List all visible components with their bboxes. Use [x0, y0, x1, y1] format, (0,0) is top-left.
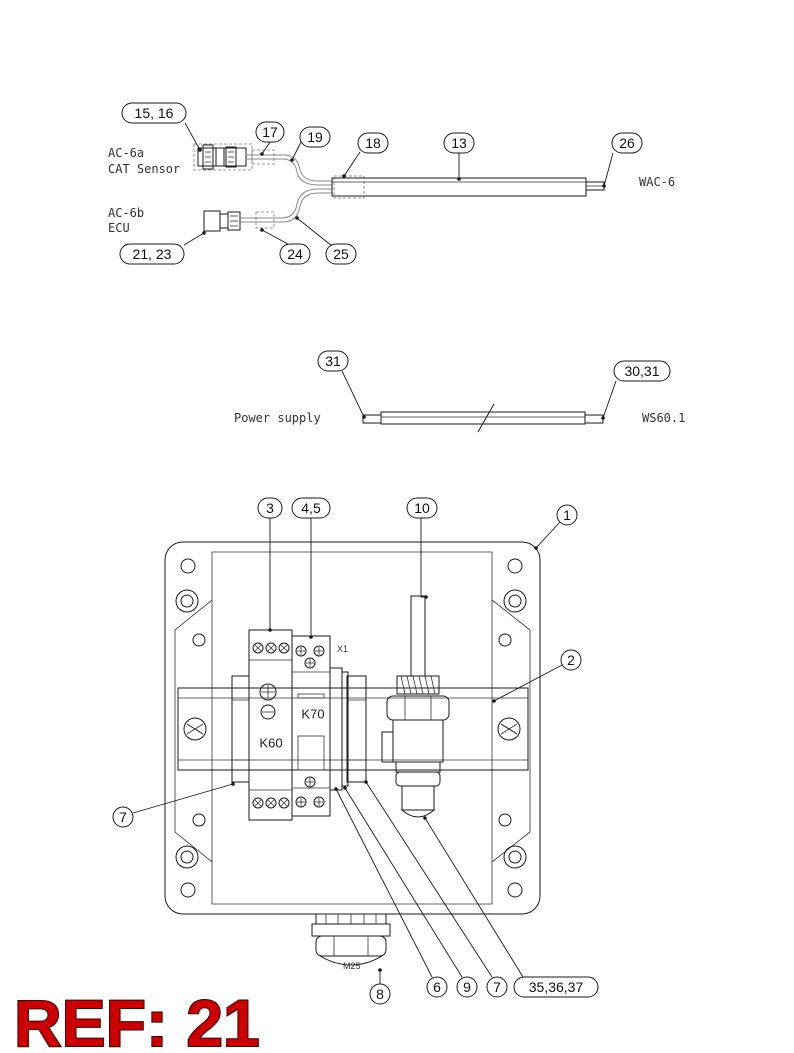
- callout-17: 17: [255, 121, 285, 156]
- callout-15-16: 15, 16: [121, 102, 202, 152]
- svg-text:6: 6: [433, 979, 441, 995]
- cable-gland: M25: [311, 913, 391, 971]
- callout-3: 3: [257, 497, 283, 632]
- junction-box: K60 K70 X1: [164, 541, 541, 971]
- callout-7-bottom: 7: [364, 780, 508, 998]
- callout-35-37: 35,36,37: [423, 816, 599, 998]
- end-stops: [231, 667, 367, 791]
- svg-text:13: 13: [451, 135, 467, 151]
- callout-8: 8: [369, 968, 391, 1005]
- relay-k60: K60: [248, 629, 293, 821]
- power-supply-label: Power supply: [234, 411, 321, 425]
- callout-6: 6: [334, 787, 448, 998]
- svg-text:4,5: 4,5: [301, 500, 321, 516]
- ecu-label: ECU: [108, 221, 130, 235]
- callout-18: 18: [342, 132, 389, 178]
- callout-7-left: 7: [112, 782, 235, 828]
- m25-label: M25: [343, 961, 361, 971]
- svg-text:30,31: 30,31: [624, 363, 659, 379]
- callout-31: 31: [317, 350, 366, 419]
- wac6-label: WAC-6: [639, 175, 675, 189]
- k60-label: K60: [259, 736, 282, 751]
- callout-26: 26: [602, 132, 643, 188]
- wac6-harness: [193, 143, 605, 232]
- svg-text:24: 24: [287, 246, 303, 262]
- svg-text:17: 17: [262, 124, 278, 140]
- callout-10: 10: [406, 497, 438, 599]
- callout-21-23: 21, 23: [119, 231, 206, 265]
- svg-text:18: 18: [365, 135, 381, 151]
- relay-k70: K70: [291, 635, 331, 817]
- svg-text:1: 1: [563, 507, 571, 523]
- svg-text:26: 26: [619, 135, 635, 151]
- svg-text:21, 23: 21, 23: [133, 246, 172, 262]
- callout-1: 1: [534, 504, 578, 550]
- svg-text:9: 9: [463, 979, 471, 995]
- ac6b-label: AC-6b: [108, 206, 144, 220]
- svg-text:15, 16: 15, 16: [135, 105, 174, 121]
- ac6a-label: AC-6a: [108, 146, 144, 160]
- svg-text:19: 19: [307, 129, 323, 145]
- k70-label: K70: [301, 707, 324, 722]
- svg-text:10: 10: [414, 500, 430, 516]
- callout-4-5: 4,5: [291, 497, 331, 639]
- cat-sensor-connector: [193, 143, 253, 171]
- svg-text:31: 31: [325, 353, 341, 369]
- cat-sensor-label: CAT Sensor: [108, 162, 180, 176]
- sensor-assembly: [381, 595, 450, 818]
- x1-label: X1: [337, 644, 348, 654]
- callout-24: 24: [260, 228, 311, 265]
- svg-text:35,36,37: 35,36,37: [529, 979, 584, 995]
- svg-text:3: 3: [266, 500, 274, 516]
- callout-9: 9: [343, 786, 478, 998]
- svg-text:25: 25: [333, 246, 349, 262]
- svg-text:7: 7: [493, 979, 501, 995]
- ref-stamp: REF: 21: [14, 986, 260, 1053]
- callout-19: 19: [290, 126, 331, 162]
- svg-text:7: 7: [119, 809, 127, 825]
- svg-text:2: 2: [567, 652, 575, 668]
- corner-screws: [175, 558, 527, 898]
- ecu-connector: [203, 210, 241, 232]
- callout-30-31: 30,31: [601, 360, 671, 420]
- ws60-cable: [362, 403, 604, 433]
- ws60-label: WS60.1: [642, 411, 685, 425]
- callout-13: 13: [443, 132, 475, 181]
- callout-2: 2: [492, 649, 582, 703]
- svg-text:8: 8: [376, 986, 384, 1002]
- callout-25: 25: [295, 216, 357, 265]
